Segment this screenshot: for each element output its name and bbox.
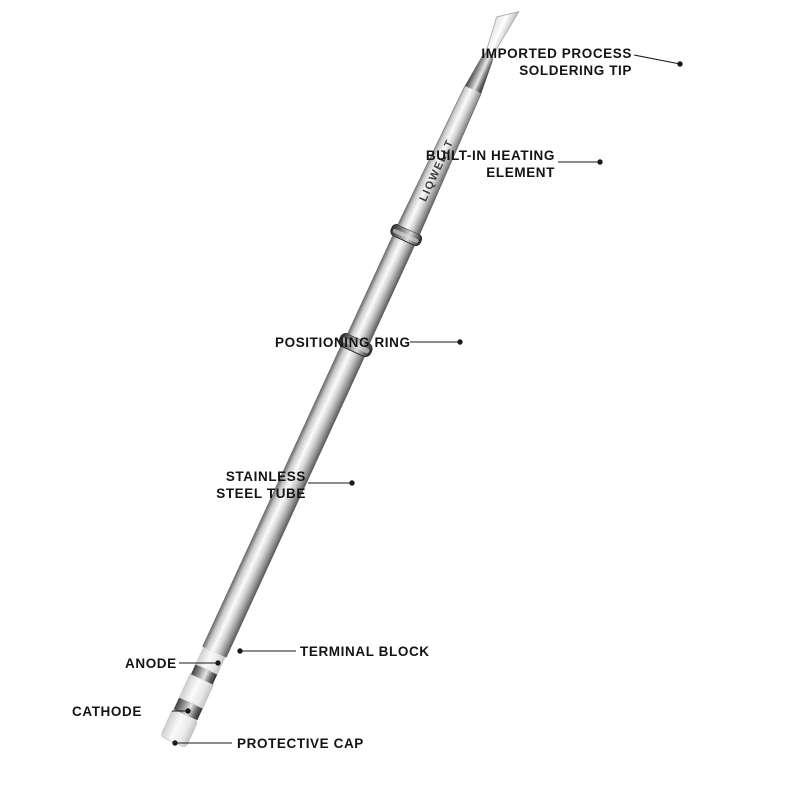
label-soldering-tip: IMPORTED PROCESS SOLDERING TIP (481, 45, 632, 79)
label-protective-cap: PROTECTIVE CAP (237, 735, 364, 752)
label-heating-element-line2: ELEMENT (486, 165, 555, 180)
upper-tube-shape (347, 232, 416, 344)
tip-body: LIQWELLT (161, 11, 520, 747)
label-positioning-ring-text: POSITIONING RING (275, 335, 411, 350)
soldering-tip-blade-shape (485, 11, 520, 56)
label-steel-tube-line2: STEEL TUBE (216, 486, 306, 501)
label-soldering-tip-line1: IMPORTED PROCESS (481, 46, 632, 61)
label-heating-element-line1: BUILT-IN HEATING (425, 148, 555, 163)
label-soldering-tip-line2: SOLDERING TIP (519, 63, 632, 78)
leader-lines (172, 54, 683, 746)
steel-tube-shape (202, 341, 367, 658)
leader-soldering-tip (633, 54, 681, 65)
label-anode: ANODE (125, 655, 177, 672)
label-protective-cap-text: PROTECTIVE CAP (237, 736, 364, 751)
label-steel-tube-line1: STAINLESS (225, 469, 306, 484)
label-steel-tube: STAINLESS STEEL TUBE (216, 468, 306, 502)
heating-element-shape (397, 85, 482, 235)
label-positioning-ring: POSITIONING RING (275, 334, 411, 351)
label-cathode-text: CATHODE (72, 704, 142, 719)
label-anode-text: ANODE (125, 656, 177, 671)
label-cathode: CATHODE (72, 703, 142, 720)
anode-contact-shape (190, 664, 218, 685)
label-heating-element: BUILT-IN HEATING ELEMENT (426, 147, 555, 181)
label-terminal-block: TERMINAL BLOCK (300, 643, 430, 660)
tip-neck-shape (464, 51, 494, 94)
label-terminal-block-text: TERMINAL BLOCK (300, 644, 430, 659)
